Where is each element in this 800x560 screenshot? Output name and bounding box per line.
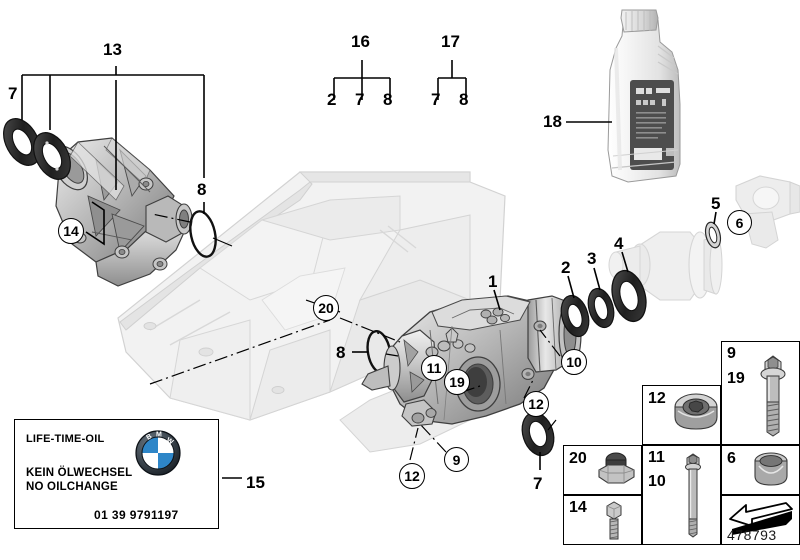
callout-circle-20: 20 <box>313 295 339 321</box>
hex-bolt-icon <box>606 501 622 540</box>
long-bolt-icon <box>685 453 701 538</box>
bushing-sleeve-icon <box>754 452 788 486</box>
flange-bolt-icon <box>760 355 786 437</box>
callout-15: 15 <box>246 473 265 492</box>
sticker-part-number: 01 39 9791197 <box>94 508 179 522</box>
callout-7-bottom-right: 7 <box>533 474 543 493</box>
pointer-leaders <box>149 213 561 461</box>
seal-ring-2 <box>560 294 590 338</box>
callout-3: 3 <box>587 249 597 268</box>
svg-text:W: W <box>165 437 175 447</box>
callout-circle-10: 10 <box>561 349 587 375</box>
oil-bottle-18 <box>607 9 681 183</box>
cell-label-9: 9 <box>727 345 736 362</box>
drain-plug-icon <box>674 393 718 430</box>
cell-11-10 <box>642 445 721 545</box>
cell-label-12: 12 <box>648 390 666 407</box>
sticker-line-3: NO OILCHANGE <box>26 481 118 493</box>
callout-circle-6: 6 <box>727 210 752 235</box>
callout-circle-19: 19 <box>444 369 470 395</box>
seal-ring-3 <box>587 287 615 329</box>
sticker-line-2: KEIN ÖLWECHSEL <box>26 467 133 479</box>
retaining-ring-5 <box>704 221 722 249</box>
front-differential-housing-1 <box>361 295 582 427</box>
callout-7-top-left: 7 <box>8 84 18 103</box>
sticker-line-1: LIFE-TIME-OIL <box>26 433 105 445</box>
pointer-leaders-solid <box>212 237 557 431</box>
hex-nut-icon <box>598 452 635 484</box>
leader-lines <box>21 60 717 479</box>
output-flange-ghost <box>608 175 800 301</box>
cell-9-19 <box>721 341 800 445</box>
callout-8-under-16: 8 <box>383 90 393 109</box>
callout-18: 18 <box>543 112 562 131</box>
callout-8-left: 8 <box>197 180 207 199</box>
svg-text:M: M <box>156 432 162 439</box>
callout-7-under-17: 7 <box>431 90 441 109</box>
cell-label-10: 10 <box>648 473 666 490</box>
svg-text:B: B <box>145 433 153 442</box>
cell-label-11: 11 <box>648 449 665 466</box>
callout-16: 16 <box>351 32 370 51</box>
callout-circle-9: 9 <box>444 447 469 472</box>
cell-label-14: 14 <box>569 499 587 516</box>
callout-17: 17 <box>441 32 460 51</box>
bmw-roundel-logo: B M W <box>135 430 181 476</box>
callout-8-under-17: 8 <box>459 90 469 109</box>
cell-label-20: 20 <box>569 450 587 467</box>
callout-circle-11: 11 <box>421 355 447 381</box>
callout-7-under-16: 7 <box>355 90 365 109</box>
diagram-id: 478793 <box>727 527 777 543</box>
callout-circle-12-right: 12 <box>523 391 549 417</box>
seal-ring-7-inner <box>33 132 71 180</box>
callout-2-right: 2 <box>561 258 571 277</box>
seal-ring-4 <box>611 269 647 323</box>
callout-13: 13 <box>103 40 122 59</box>
life-time-oil-sticker: LIFE-TIME-OIL KEIN ÖLWECHSEL NO OILCHANG… <box>14 419 219 529</box>
seal-ring-7-outer <box>3 118 41 166</box>
cell-label-19: 19 <box>727 370 745 387</box>
callout-5: 5 <box>711 194 721 213</box>
cell-14 <box>563 495 642 545</box>
cell-label-6: 6 <box>727 450 736 467</box>
callout-1: 1 <box>488 272 498 291</box>
callout-8-center: 8 <box>336 343 346 362</box>
callout-4: 4 <box>614 234 624 253</box>
o-ring-8-left <box>189 210 217 258</box>
callout-2-under-16: 2 <box>327 90 337 109</box>
direction-arrow-icon <box>729 502 793 535</box>
callout-circle-12-bottom: 12 <box>399 463 425 489</box>
callout-circle-14: 14 <box>58 218 84 244</box>
